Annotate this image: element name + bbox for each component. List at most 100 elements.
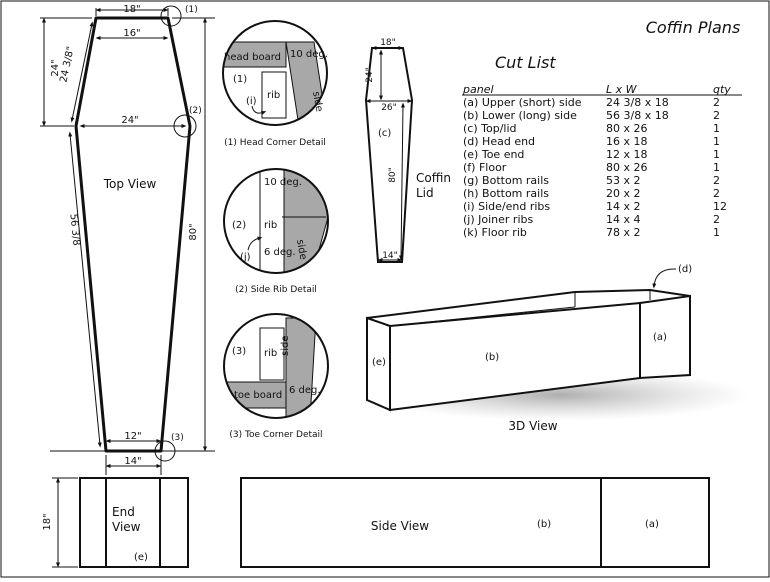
cut-list-cell: (f) Floor — [463, 161, 507, 174]
lid-dim-top: 18" — [380, 38, 396, 48]
toe-rib-label: rib — [264, 348, 277, 359]
cut-list-cell: (d) Head end — [463, 135, 535, 148]
side-view-a: (a) — [645, 519, 659, 530]
cut-list-cell: 53 x 2 — [606, 174, 641, 187]
side-view-label: Side View — [371, 519, 429, 533]
toe-detail-caption: (3) Toe Corner Detail — [229, 430, 322, 440]
cut-list-heading: Cut List — [495, 53, 556, 72]
dim-toe-width: 14" — [124, 456, 141, 467]
cut-list-cell: (b) Lower (long) side — [463, 109, 577, 122]
side-rib-detail: 10 deg. rib side 6 deg. (2) (j) (2) Side… — [223, 168, 329, 295]
dim-lower-side: 56 3/8 — [67, 213, 81, 246]
dim-shoulder-width: 24" — [121, 115, 138, 126]
cut-list-cell: (a) Upper (short) side — [463, 96, 582, 109]
cut-list-cell: 1 — [713, 226, 720, 239]
end-view-dim-height: 18" — [42, 513, 53, 530]
head-rib-label: rib — [267, 90, 280, 101]
cut-list-cell: 20 x 2 — [606, 187, 641, 200]
toe-corner-detail: rib side toe board 6 deg. (3) (3) Toe Co… — [223, 313, 329, 440]
cut-list-cell: (g) Bottom rails — [463, 174, 549, 187]
end-view-outline — [79, 477, 189, 568]
callout-1: (1) — [185, 5, 198, 15]
head-detail-circle — [222, 20, 328, 126]
cut-list-cell: 14 x 4 — [606, 213, 641, 226]
cut-list-cell: 80 x 26 — [606, 161, 648, 174]
callout-circle-3 — [154, 440, 176, 462]
end-view-label-1: End — [112, 505, 135, 519]
callout-circle-1 — [160, 5, 182, 27]
dim-head-width: 18" — [123, 4, 140, 15]
coffin-outline-top — [74, 16, 192, 453]
top-view: 18" 16" 24" 24" 24 3/8" 56 3/8 80" 12" 1… — [40, 4, 215, 475]
cut-list-cell: (e) Toe end — [463, 148, 524, 161]
lid-dim-length: 80" — [388, 167, 398, 183]
end-view-ref: (e) — [134, 552, 148, 563]
3d-d-label: (d) — [678, 264, 692, 275]
side-rib-detail-caption: (2) Side Rib Detail — [235, 285, 317, 295]
dim-total-length: 80" — [188, 223, 199, 240]
head-rib-ref: (i) — [246, 96, 257, 107]
3d-short-side — [639, 294, 691, 380]
side-rib-angle-top: 10 deg. — [264, 177, 302, 188]
cut-list-cell: (j) Joiner ribs — [463, 213, 533, 226]
end-view: 18" End View (e) — [42, 477, 189, 568]
3d-a-label: (a) — [653, 332, 667, 343]
side-rib-detail-circle — [223, 168, 329, 274]
lid-dim-upper: 24" — [365, 67, 375, 83]
head-angle-label: 10 deg. — [290, 49, 328, 60]
callout-3: (3) — [171, 433, 184, 443]
cut-list-cell: 2 — [713, 109, 720, 122]
side-view-b: (b) — [537, 519, 551, 530]
head-detail-caption: (1) Head Corner Detail — [224, 138, 326, 148]
lid-dim-width: 26" — [381, 103, 397, 113]
toe-detail-num: (3) — [232, 346, 246, 357]
side-rib-side-label: side — [294, 239, 308, 261]
coffin-lid: 18" 24" 26" 80" 14" (c) Coffin Lid — [364, 38, 451, 263]
cut-list-cell: (c) Top/lid — [463, 122, 517, 135]
head-detail-num: (1) — [233, 74, 247, 85]
head-board-label: head board — [224, 52, 281, 63]
3d-e-label: (e) — [372, 357, 386, 368]
cut-list-cell: 56 3/8 x 18 — [606, 109, 669, 122]
side-rib-angle-bottom: 6 deg. — [264, 247, 296, 258]
cut-list-cell: 1 — [713, 122, 720, 135]
top-view-label: Top View — [103, 177, 157, 191]
side-rib-rib-label: rib — [264, 220, 277, 231]
end-view-label-2: View — [112, 520, 141, 534]
lid-dim-toe: 14" — [382, 251, 398, 261]
cut-list-cell: 2 — [713, 174, 720, 187]
cut-list-cell: 2 — [713, 96, 720, 109]
cut-list-cell: 80 x 26 — [606, 122, 648, 135]
cut-list-cell: (h) Bottom rails — [463, 187, 549, 200]
toe-detail-circle — [223, 313, 329, 419]
cut-list-col-panel: panel — [462, 83, 494, 96]
cut-list-cell: 2 — [713, 213, 720, 226]
dim-head-inner: 16" — [123, 28, 140, 39]
callout-circle-2 — [173, 114, 197, 138]
lid-label-1: Coffin — [416, 171, 451, 185]
cut-list-cell: 1 — [713, 161, 720, 174]
3d-b-label: (b) — [485, 352, 499, 363]
toe-side-label: side — [280, 336, 291, 357]
sheet-title: Coffin Plans — [646, 18, 741, 37]
cut-list-cell: 1 — [713, 135, 720, 148]
cut-list-cell: (i) Side/end ribs — [463, 200, 550, 213]
cut-list: Cut List panel L x W qty (a) Upper (shor… — [462, 53, 742, 239]
cut-list-col-size: L x W — [606, 83, 638, 96]
callout-2: (2) — [189, 106, 202, 116]
head-side-label: side — [310, 91, 324, 113]
cut-list-cell: 12 x 18 — [606, 148, 648, 161]
dim-upper-height: 24" — [50, 59, 61, 76]
cut-list-cell: 14 x 2 — [606, 200, 641, 213]
side-view: Side View (b) (a) — [240, 477, 710, 568]
dim-upper-side: 24 3/8" — [58, 45, 76, 83]
cut-list-cell: 16 x 18 — [606, 135, 648, 148]
side-rib-detail-num: (2) — [232, 220, 246, 231]
toe-board-label: toe board — [234, 390, 282, 401]
side-rib-joiner-ref: (j) — [240, 252, 251, 263]
lid-ref: (c) — [378, 128, 391, 139]
side-view-outline — [240, 477, 710, 568]
